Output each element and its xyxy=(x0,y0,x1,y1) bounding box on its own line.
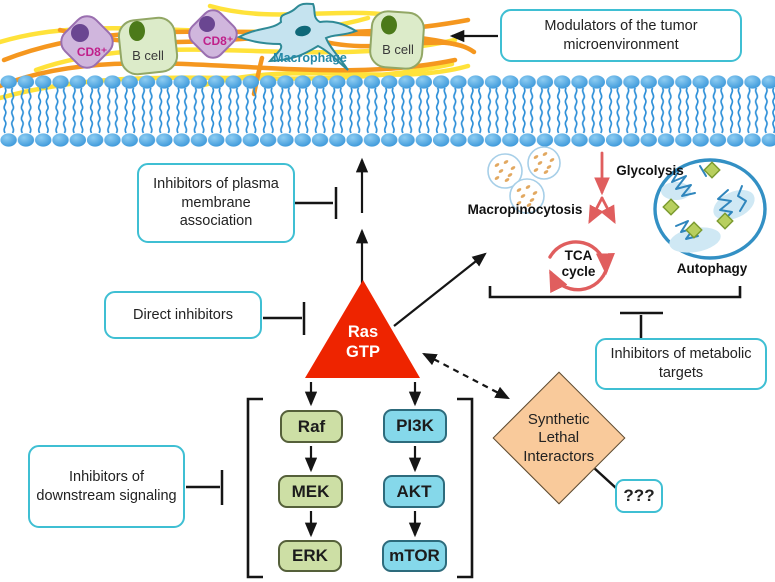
bracket-pathway-right xyxy=(457,397,474,579)
modulators-box: Modulators of the tumor microenvironment xyxy=(500,9,742,62)
unknown-inhibitor-label: ??? xyxy=(623,486,655,506)
ras-gtp-triangle xyxy=(305,280,420,378)
ras-label-line1: Ras xyxy=(347,323,379,341)
pi3k-node: PI3K xyxy=(383,409,447,443)
direct-inhibitors-label: Direct inhibitors xyxy=(133,306,233,323)
tbar-plasma-membrane-inhibitor xyxy=(295,187,338,219)
macrophage-label: Macrophage xyxy=(273,51,347,65)
b-cell-2-label: B cell xyxy=(382,42,414,57)
cd8-cell-1 xyxy=(60,15,114,69)
b-cell-1 xyxy=(117,16,179,76)
tbar-direct-inhibitor xyxy=(263,302,306,335)
plasma-membrane-inhibitors-label: Inhibitors of plasma membrane associatio… xyxy=(153,176,279,230)
ras-gtp-label: Ras GTP xyxy=(330,322,396,362)
b-cell-2 xyxy=(369,10,425,70)
arrow-ras-to-metabolism xyxy=(393,252,487,327)
mtor-node: mTOR xyxy=(382,540,447,572)
akt-label: AKT xyxy=(396,481,432,501)
downstream-inhibitors-box: Inhibitors of downstream signaling xyxy=(28,445,185,528)
metabolic-arrows xyxy=(548,151,616,294)
raf-node: Raf xyxy=(280,410,343,443)
erk-label: ERK xyxy=(292,546,328,565)
tca-cycle-arrow-bottom xyxy=(549,265,609,294)
autophagy-label: Autophagy xyxy=(676,261,748,276)
tca-cycle-label: TCA cycle xyxy=(561,248,596,279)
direct-inhibitors-box: Direct inhibitors xyxy=(104,291,262,339)
mek-label: MEK xyxy=(291,481,330,501)
brackets xyxy=(246,286,742,579)
glycolysis-label: Glycolysis xyxy=(616,163,684,178)
b-cell-1-label: B cell xyxy=(132,48,164,63)
unknown-inhibitor-box: ??? xyxy=(615,479,663,513)
tbar-downstream-inhibitor xyxy=(186,470,224,505)
bracket-pathway-left xyxy=(246,397,263,579)
autophagy-vacuole xyxy=(653,158,767,260)
plasma-membrane-inhibitors-box: Inhibitors of plasma membrane associatio… xyxy=(137,163,295,243)
cd8-cell-1-label: CD8⁺ xyxy=(76,45,108,59)
mtor-label: mTOR xyxy=(389,546,440,565)
metabolic-inhibitors-box: Inhibitors of metabolic targets xyxy=(595,338,767,390)
tca-cycle-arrow-top xyxy=(548,240,615,276)
macrophage-cell xyxy=(236,2,359,71)
synthetic-lethal-label: Synthetic Lethal Interactors xyxy=(523,410,595,465)
ras-label-line2: GTP xyxy=(346,343,380,361)
akt-node: AKT xyxy=(383,475,445,508)
macropinocytosis-vesicles xyxy=(487,146,561,214)
metabolic-inhibitors-label: Inhibitors of metabolic targets xyxy=(610,346,752,381)
cd8-cell-2-label: CD8⁺ xyxy=(202,34,234,48)
macropinocytosis-label: Macropinocytosis xyxy=(467,202,583,217)
lipid-bilayer xyxy=(0,75,775,149)
erk-node: ERK xyxy=(278,540,342,572)
downstream-inhibitors-label: Inhibitors of downstream signaling xyxy=(36,468,177,504)
black-arrows xyxy=(304,29,510,538)
arrow-glycolysis-split-right xyxy=(600,196,616,224)
modulators-box-label: Modulators of the tumor microenvironment xyxy=(544,17,698,53)
arrow-ras-synthetic-lethal-dashed xyxy=(422,352,510,400)
pi3k-label: PI3K xyxy=(396,416,434,435)
mek-node: MEK xyxy=(278,475,343,508)
bracket-metabolism xyxy=(488,286,742,299)
cd8-cell-2 xyxy=(188,9,238,59)
arrow-glycolysis-split-left xyxy=(588,196,604,224)
tbar-metabolic-inhibitor xyxy=(620,311,663,338)
raf-label: Raf xyxy=(297,416,326,436)
